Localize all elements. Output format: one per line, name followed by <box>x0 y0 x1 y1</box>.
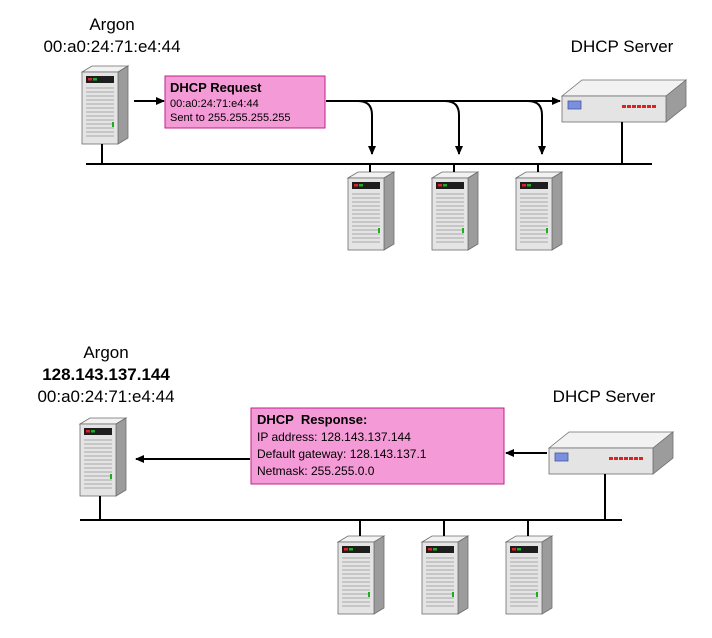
response-host-ip: 128.143.137.144 <box>42 365 170 384</box>
response-host-name: Argon <box>83 343 128 362</box>
response-argon-host-icon <box>79 417 127 497</box>
response-message-netmask: Netmask: 255.255.0.0 <box>257 464 375 478</box>
response-message-title: DHCP Response: <box>257 412 367 427</box>
response-message-default-gateway: Default gateway: 128.143.137.1 <box>257 447 427 461</box>
request-arrow-to-host-2 <box>358 100 463 155</box>
response-message-ip-address: IP address: 128.143.137.144 <box>257 430 411 444</box>
request-argon-host-icon <box>81 65 129 145</box>
response-message-box <box>250 407 505 485</box>
request-arrow-to-host-1 <box>326 100 376 155</box>
response-host-mac: 00:a0:24:71:e4:44 <box>37 387 174 406</box>
response-network-host-2-icon <box>421 535 469 615</box>
request-network-host-3-icon <box>515 171 563 251</box>
request-message-mac: 00:a0:24:71:e4:44 <box>170 98 259 110</box>
response-network-host-1-icon <box>337 535 385 615</box>
request-message-title: DHCP Request <box>170 80 262 95</box>
request-network-host-2-icon <box>431 171 479 251</box>
request-arrow-to-host-3 <box>445 100 546 155</box>
request-message-destination: Sent to 255.255.255.255 <box>170 112 291 124</box>
request-server-label: DHCP Server <box>571 37 674 56</box>
request-host-mac: 00:a0:24:71:e4:44 <box>43 37 180 56</box>
response-panel: Argon 128.143.137.144 00:a0:24:71:e4:44 … <box>37 343 674 615</box>
request-message-box <box>164 75 326 129</box>
response-dhcp-server-icon <box>548 431 674 475</box>
request-network-host-1-icon <box>347 171 395 251</box>
response-server-label: DHCP Server <box>553 387 656 406</box>
request-host-name: Argon <box>89 15 134 34</box>
request-panel: Argon 00:a0:24:71:e4:44 DHCP Server DHCP… <box>43 15 687 251</box>
response-network-host-3-icon <box>505 535 553 615</box>
request-dhcp-server-icon <box>561 79 687 123</box>
